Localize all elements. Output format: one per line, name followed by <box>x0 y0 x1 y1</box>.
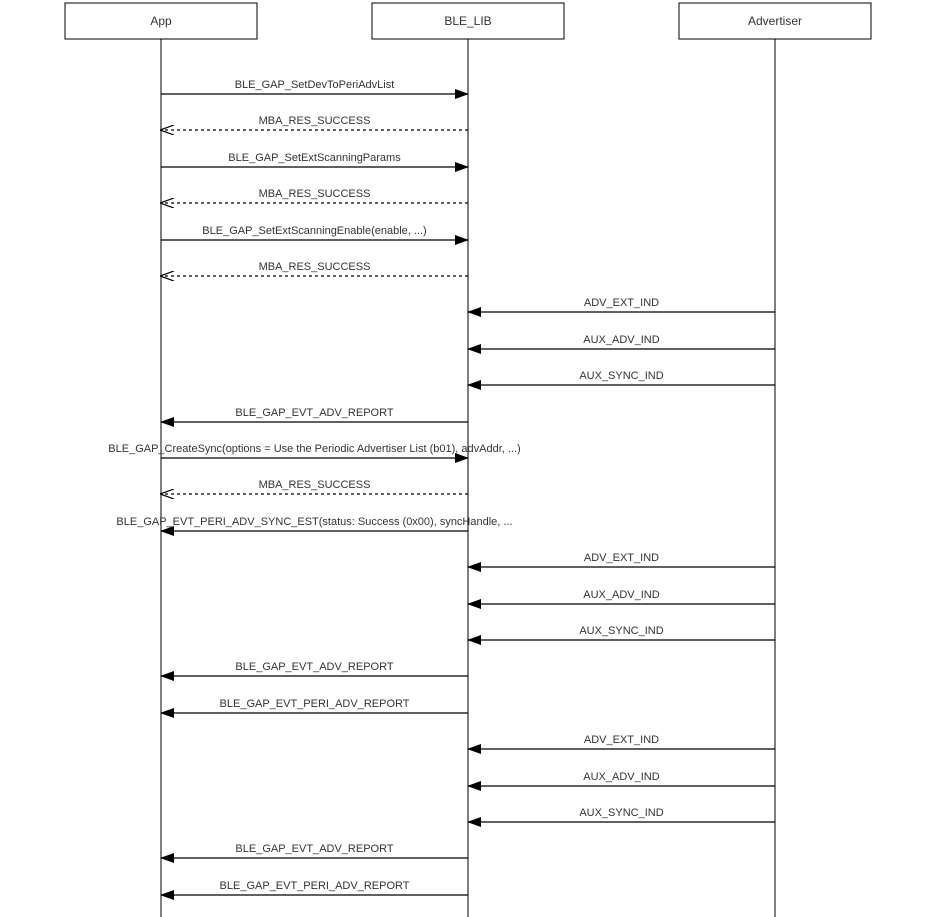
message-label: ADV_EXT_IND <box>584 734 659 746</box>
message: BLE_GAP_EVT_ADV_REPORT <box>160 407 468 427</box>
message-label: BLE_GAP_EVT_ADV_REPORT <box>235 407 393 419</box>
message: ADV_EXT_IND <box>467 734 775 754</box>
message: AUX_SYNC_IND <box>467 625 775 645</box>
message-label: MBA_RES_SUCCESS <box>259 115 371 127</box>
message-label: BLE_GAP_CreateSync(options = Use the Per… <box>108 443 520 455</box>
message: AUX_ADV_IND <box>467 589 775 609</box>
message-label: ADV_EXT_IND <box>584 297 659 309</box>
participant-app: App <box>64 2 258 917</box>
message-label: BLE_GAP_SetExtScanningEnable(enable, ...… <box>202 225 426 237</box>
message-label: MBA_RES_SUCCESS <box>259 188 371 200</box>
message-list: BLE_GAP_SetDevToPeriAdvListMBA_RES_SUCCE… <box>108 79 775 900</box>
message: BLE_GAP_SetDevToPeriAdvList <box>161 79 469 99</box>
message: BLE_GAP_EVT_ADV_REPORT <box>160 843 468 863</box>
message-label: BLE_GAP_EVT_PERI_ADV_REPORT <box>220 880 410 892</box>
participant-box-ble-lib <box>371 2 565 40</box>
message-label: AUX_SYNC_IND <box>579 625 663 637</box>
message-label: AUX_ADV_IND <box>583 589 659 601</box>
participant-ble-lib: BLE_LIB <box>371 2 565 917</box>
participant-box-app <box>64 2 258 40</box>
participant-label-app: App <box>150 14 172 28</box>
message-label: BLE_GAP_SetExtScanningParams <box>228 152 401 164</box>
message: AUX_SYNC_IND <box>467 370 775 390</box>
message: MBA_RES_SUCCESS <box>161 479 468 494</box>
message: BLE_GAP_EVT_PERI_ADV_SYNC_EST(status: Su… <box>116 516 513 536</box>
message-label: AUX_SYNC_IND <box>579 807 663 819</box>
message: BLE_GAP_EVT_ADV_REPORT <box>160 661 468 681</box>
participant-label-ble-lib: BLE_LIB <box>444 14 491 28</box>
message-label: BLE_GAP_EVT_PERI_ADV_SYNC_EST(status: Su… <box>116 516 512 528</box>
message: MBA_RES_SUCCESS <box>161 188 468 203</box>
message: BLE_GAP_SetExtScanningEnable(enable, ...… <box>161 225 469 245</box>
message: BLE_GAP_CreateSync(options = Use the Per… <box>108 443 521 463</box>
message-label: BLE_GAP_EVT_PERI_ADV_REPORT <box>220 698 410 710</box>
message-label: AUX_ADV_IND <box>583 771 659 783</box>
message: BLE_GAP_SetExtScanningParams <box>161 152 469 172</box>
message-label: MBA_RES_SUCCESS <box>259 479 371 491</box>
message: ADV_EXT_IND <box>467 552 775 572</box>
message: MBA_RES_SUCCESS <box>161 261 468 276</box>
message: AUX_ADV_IND <box>467 771 775 791</box>
message-label: BLE_GAP_EVT_ADV_REPORT <box>235 843 393 855</box>
participant-advertiser: Advertiser <box>678 2 872 917</box>
message-label: BLE_GAP_SetDevToPeriAdvList <box>235 79 395 91</box>
participant-label-advertiser: Advertiser <box>748 14 802 28</box>
message-label: ADV_EXT_IND <box>584 552 659 564</box>
message: BLE_GAP_EVT_PERI_ADV_REPORT <box>160 698 468 718</box>
message-label: AUX_SYNC_IND <box>579 370 663 382</box>
message: AUX_SYNC_IND <box>467 807 775 827</box>
participant-box-advertiser <box>678 2 872 40</box>
message-label: AUX_ADV_IND <box>583 334 659 346</box>
message-label: BLE_GAP_EVT_ADV_REPORT <box>235 661 393 673</box>
message: AUX_ADV_IND <box>467 334 775 354</box>
message: MBA_RES_SUCCESS <box>161 115 468 130</box>
message: ADV_EXT_IND <box>467 297 775 317</box>
message-label: MBA_RES_SUCCESS <box>259 261 371 273</box>
message: BLE_GAP_EVT_PERI_ADV_REPORT <box>160 880 468 900</box>
